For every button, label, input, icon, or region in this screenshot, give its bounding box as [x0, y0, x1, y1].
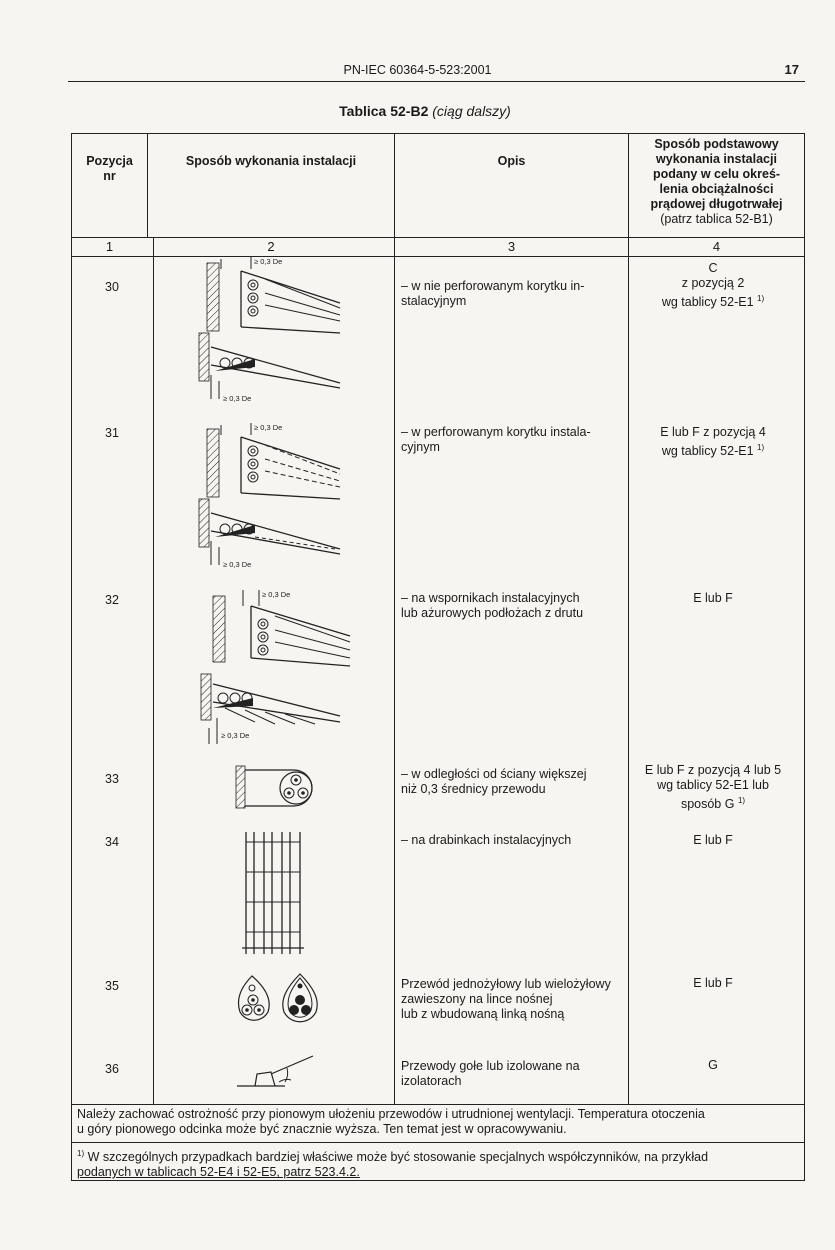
row-30-position: 30: [105, 280, 119, 294]
svg-text:≥ 0,3 De: ≥ 0,3 De: [223, 560, 251, 569]
col-number-3: 3: [507, 239, 516, 254]
col-number-4: 4: [712, 239, 721, 254]
col-divider-2: [394, 133, 395, 1104]
figure-34-cable-ladder: [242, 832, 304, 954]
col-divider-1: [147, 133, 148, 237]
table-title: Tablica 52-B2 (ciąg dalszy): [0, 103, 835, 119]
row-30-reference: C z pozycją 2 wg tablicy 52-E1 1): [661, 261, 765, 310]
row-35-position: 35: [105, 979, 119, 993]
row-33-reference: E lub F z pozycją 4 lub 5 wg tablicy 52-…: [644, 763, 782, 812]
svg-text:≥ 0,3 De: ≥ 0,3 De: [254, 423, 282, 432]
col-header-reference: Sposób podstawowy wykonania instalacji p…: [650, 137, 783, 226]
figure-36-insulator: [237, 1055, 314, 1087]
table-title-main: Tablica 52-B2: [339, 103, 429, 119]
col-header-position: Pozycja nr: [86, 154, 133, 183]
col-number-1: 1: [105, 239, 114, 254]
table-frame: [71, 133, 805, 1181]
row-36-description: Przewody gołe lub izolowane na izolatora…: [401, 1059, 580, 1088]
col-divider-3: [628, 133, 629, 1104]
svg-text:≥ 0,3 De: ≥ 0,3 De: [262, 590, 290, 599]
row-33-description: – w odległości od ściany większej niż 0,…: [401, 767, 587, 796]
figure-35-suspended-cable: [237, 973, 318, 1023]
notes-divider: [71, 1142, 805, 1143]
col-header-method: Sposób wykonania instalacji: [185, 154, 357, 168]
row-34-position: 34: [105, 835, 119, 849]
page-number: 17: [784, 62, 799, 77]
body-divider: [71, 1104, 805, 1105]
row-32-description: – na wspornikach instalacyjnych lub ażur…: [401, 591, 584, 620]
general-note: Należy zachować ostrożność przy pionowym…: [77, 1107, 705, 1136]
row-36-position: 36: [105, 1062, 119, 1076]
row-31-position: 31: [105, 426, 119, 440]
figure-31-perforated-tray: ≥ 0,3 De ≥ 0,3 De: [198, 423, 341, 569]
row-33-position: 33: [105, 772, 119, 786]
row-32-position: 32: [105, 593, 119, 607]
row-30-description: – w nie perforowanym korytku in- stalacy…: [401, 279, 585, 308]
col-header-description: Opis: [497, 154, 526, 168]
row-35-reference: E lub F: [693, 976, 733, 990]
row-31-reference: E lub F z pozycją 4 wg tablicy 52-E1 1): [660, 425, 766, 459]
svg-text:≥ 0,3 De: ≥ 0,3 De: [221, 731, 249, 740]
header-rule: [68, 81, 805, 82]
table-title-suffix: (ciąg dalszy): [432, 103, 511, 119]
row-36-reference: G: [708, 1058, 718, 1072]
figure-33-spaced-cable: [235, 765, 313, 809]
col-number-2: 2: [267, 239, 275, 254]
figure-30-non-perforated-tray: ≥ 0,3 De ≥ 0,3 De: [198, 257, 341, 403]
svg-text:≥ 0,3 De: ≥ 0,3 De: [223, 394, 251, 403]
footnote: 1) W szczególnych przypadkach bardziej w…: [77, 1149, 709, 1180]
svg-text:≥ 0,3 De: ≥ 0,3 De: [254, 257, 282, 266]
standard-code: PN-IEC 60364-5-523:2001: [343, 63, 492, 77]
row-32-reference: E lub F: [693, 591, 733, 605]
header-divider: [71, 237, 805, 238]
row-34-description: – na drabinkach instalacyjnych: [401, 833, 572, 847]
figure-32-wire-mesh-support: ≥ 0,3 De ≥ 0,3 De: [200, 590, 351, 744]
row-35-description: Przewód jednożyłowy lub wielożyłowy zawi…: [401, 977, 611, 1021]
col-divider-1b: [153, 237, 154, 1104]
row-31-description: – w perforowanym korytku instala- cyjnym: [401, 425, 591, 454]
colnum-divider: [71, 256, 805, 257]
row-34-reference: E lub F: [693, 833, 733, 847]
